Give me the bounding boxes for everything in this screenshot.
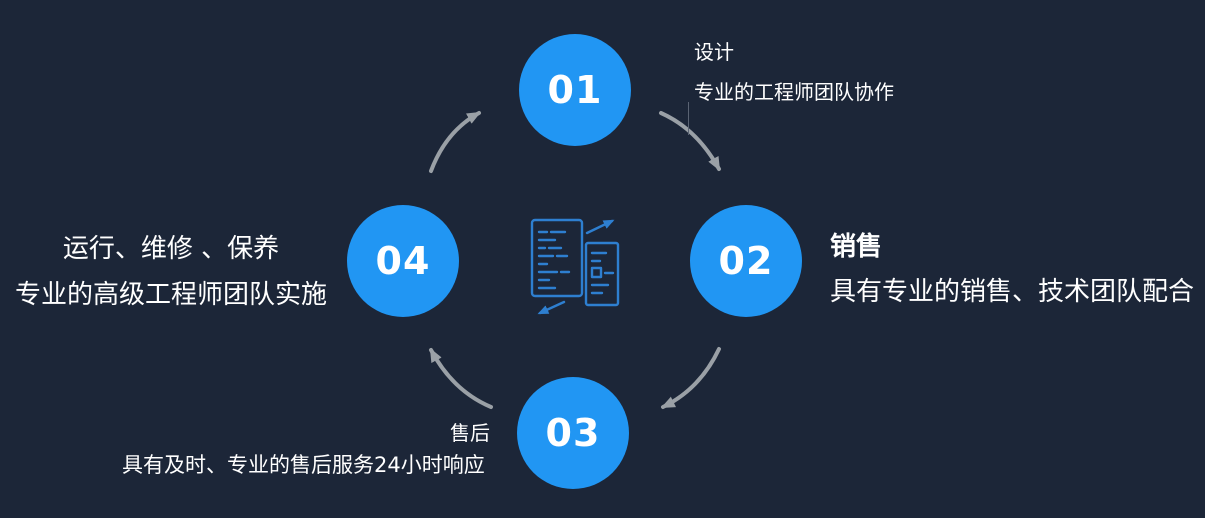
step-description: 专业的高级工程师团队实施 — [14, 280, 327, 310]
step-label-02: 销售 具有专业的销售、技术团队配合 — [830, 226, 1194, 308]
step-circle-04: 04 — [347, 205, 459, 317]
step-circle-03: 03 — [517, 377, 629, 489]
document-code-transfer-icon — [530, 218, 620, 315]
arrow-step1-to-step2-icon — [659, 111, 721, 172]
step-title: 销售 — [830, 232, 883, 262]
step-circle-01: 01 — [519, 34, 631, 146]
step-number: 04 — [375, 239, 431, 283]
arrow-step3-to-step4-icon — [429, 347, 493, 409]
step-description: 具有及时、专业的售后服务24小时响应 — [122, 453, 485, 477]
step-number: 02 — [718, 239, 774, 283]
step-number: 03 — [545, 411, 601, 455]
step-number: 01 — [547, 68, 603, 112]
step-description: 专业的工程师团队协作 — [694, 80, 894, 104]
step-description: 具有专业的销售、技术团队配合 — [830, 277, 1195, 307]
center-icon-container — [527, 213, 623, 323]
arrow-step4-to-step1-icon — [429, 111, 482, 173]
step-title: 设计 — [694, 40, 734, 64]
step-title: 运行、维修 、保养 — [62, 234, 280, 264]
step-label-01: 设计 专业的工程师团队协作 — [694, 36, 894, 105]
step-title: 售后 — [450, 421, 490, 445]
step-circle-02: 02 — [690, 205, 802, 317]
connector-line — [688, 102, 689, 135]
step-label-04: 运行、维修 、保养 专业的高级工程师团队实施 — [5, 228, 337, 311]
arrow-step2-to-step3-icon — [660, 347, 721, 409]
